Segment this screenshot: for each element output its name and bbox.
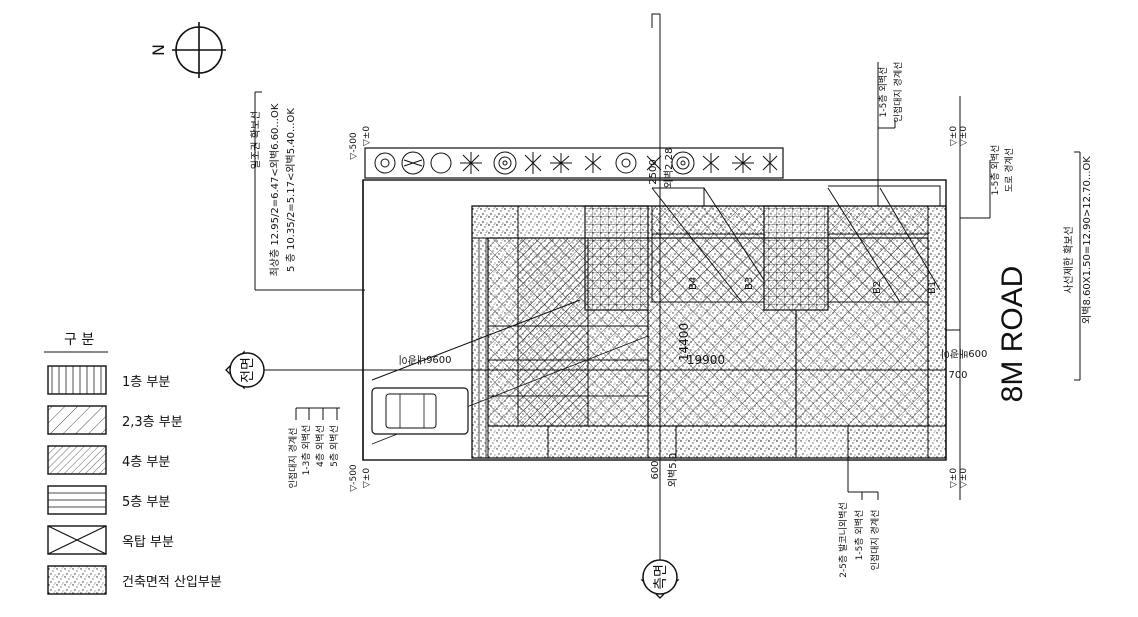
legend-swatch-1f xyxy=(47,365,107,395)
bottom-note-2: 1-5층 외벽선 xyxy=(853,510,865,561)
dim-depth: 14400 xyxy=(677,323,691,361)
legend-swatch-4f xyxy=(47,445,107,475)
elev-bottom-left: ▽-500 xyxy=(349,464,359,492)
setback-title: 일조권 확보선 xyxy=(250,111,262,169)
top-note-2: 인접대지 경계선 xyxy=(892,62,904,123)
legend: 구 분 1층 부분 2,3층 부분 4층 부분 5층 부분 옥탑 부분 건축면적… xyxy=(44,332,222,595)
dim-top-outer-wall: 외벽2.28 xyxy=(663,148,675,189)
elev-bottom-right-b: ▽±0 xyxy=(959,468,969,488)
right-notes: 1-5층 외벽선 도로 경계선 xyxy=(960,145,1015,219)
dim-left-setback: 0096내광이 xyxy=(398,353,451,365)
dim-bottom-outer-wall: 외벽5.0 xyxy=(667,453,679,487)
legend-label-rooftop: 옥탑 부분 xyxy=(122,535,174,550)
section-marker-bottom-label: 측면 xyxy=(653,564,669,590)
bottom-note-1: 2-5층 발코니외벽선 xyxy=(837,502,849,578)
setback-line-1: 최상층 12.95/2=6.47<외벽6.60...OK xyxy=(269,103,281,276)
section-marker-left xyxy=(225,350,265,390)
setback-line-2: 5 층 10.35/2=5.17<외벽5.40...OK xyxy=(285,108,297,272)
section-marker-bottom xyxy=(640,559,680,599)
legend-label-5f: 5층 부분 xyxy=(122,495,170,510)
room-label-b2: B2 xyxy=(872,281,883,294)
left-note-4: 5층 외벽선 xyxy=(328,425,340,467)
elev-top-left: ▽-500 xyxy=(349,132,359,160)
dim-bottom-600: 600 xyxy=(650,460,661,479)
diag-restriction-note: 사선제한 확보선 외벽8.60X1.50=12.90>12.70...OK xyxy=(1063,151,1093,381)
legend-swatch-5f xyxy=(47,485,107,515)
left-note-1: 인접대지 경계선 xyxy=(287,428,299,489)
elev-top-right-b: ▽±0 xyxy=(959,126,969,146)
legend-label-2-3f: 2,3층 부분 xyxy=(122,415,183,430)
setback-annotation: 일조권 확보선 최상층 12.95/2=6.47<외벽6.60...OK 5 층… xyxy=(250,91,365,291)
room-label-b4: B4 xyxy=(688,277,699,290)
elev-bottom-right: ▽±0 xyxy=(949,468,959,488)
legend-title: 구 분 xyxy=(64,332,94,348)
legend-swatch-rooftop xyxy=(47,525,107,555)
left-note-2: 1-3층 외벽선 xyxy=(300,425,312,476)
dim-right-setback: 009배광이 xyxy=(941,347,988,359)
left-note-3: 4층 외벽선 xyxy=(314,425,326,467)
diag-line: 외벽8.60X1.50=12.90>12.70...OK xyxy=(1081,156,1093,324)
bottom-note-3: 인접대지 경계선 xyxy=(869,510,881,571)
legend-label-4f: 4층 부분 xyxy=(122,455,170,470)
legend-swatch-area xyxy=(47,565,107,595)
bottom-notes: 2-5층 발코니외벽선 1-5층 외벽선 인접대지 경계선 xyxy=(837,458,881,578)
dim-right-700: 700 xyxy=(948,370,967,381)
diag-title: 사선제한 확보선 xyxy=(1063,226,1075,294)
section-marker-left-label: 전면 xyxy=(240,357,256,383)
north-label: N xyxy=(149,44,168,56)
dim-top-2500: 2500 xyxy=(648,159,659,184)
dim-total-width: 19900 xyxy=(687,353,725,367)
building-footprint xyxy=(371,185,947,459)
road-label: 8M ROAD xyxy=(996,266,1029,403)
elev-bottom-left-2: ▽±0 xyxy=(362,468,372,488)
top-note-1: 1-5층 외벽선 xyxy=(877,67,889,118)
left-bottom-notes: 인접대지 경계선 1-3층 외벽선 4층 외벽선 5층 외벽선 xyxy=(287,407,340,489)
top-notes: 1-5층 외벽선 인접대지 경계선 xyxy=(877,62,904,206)
legend-swatch-2-3f xyxy=(47,405,107,435)
room-label-b1: B1 xyxy=(927,281,938,294)
right-note-2: 도로 경계선 xyxy=(1003,148,1015,192)
landscape-strip xyxy=(364,147,784,179)
legend-label-area: 건축면적 산입부분 xyxy=(122,575,222,590)
parked-car-icon xyxy=(371,387,469,435)
elev-top-left-2: ▽±0 xyxy=(362,126,372,146)
legend-label-1f: 1층 부분 xyxy=(122,375,170,390)
right-note-1: 1-5층 외벽선 xyxy=(989,145,1001,196)
elev-top-right: ▽±0 xyxy=(949,126,959,146)
room-label-b3: B3 xyxy=(744,277,755,290)
north-arrow-icon xyxy=(172,22,226,78)
